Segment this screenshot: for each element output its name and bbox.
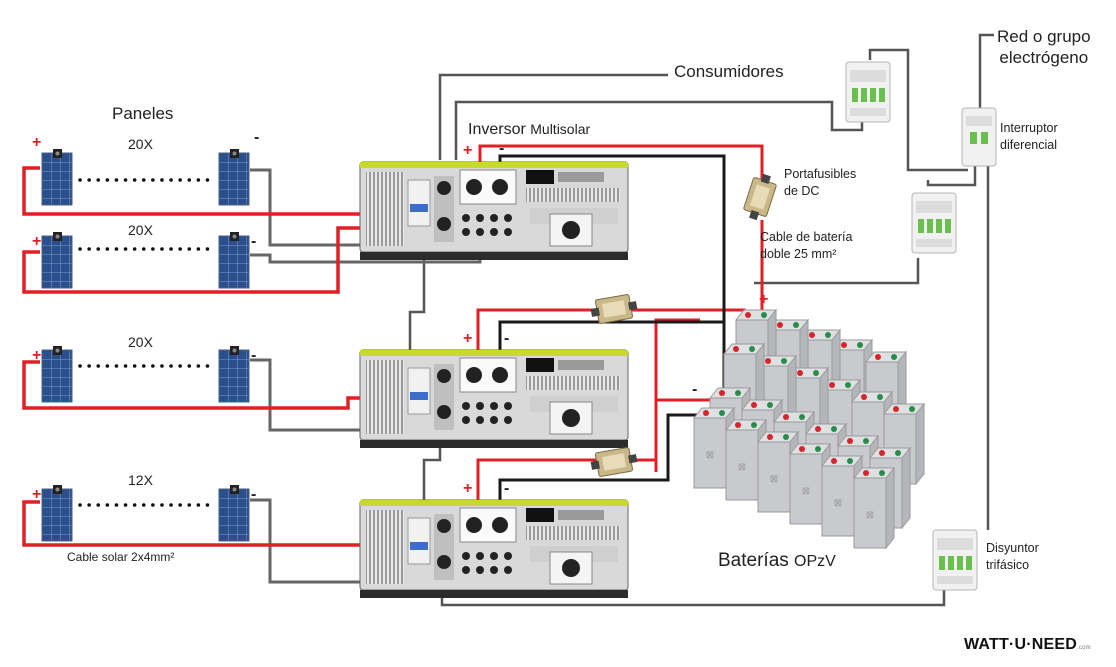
inverter-3-plus: +: [463, 480, 473, 497]
dc-fuse-holder-1: [740, 170, 780, 224]
panels-title: Paneles: [112, 104, 174, 123]
panel-string-2: [41, 231, 250, 289]
three-phase-breaker: [932, 529, 978, 591]
brand-logo: WATT·U·NEED.com: [964, 636, 1091, 654]
opzv-battery-bank: [693, 309, 925, 549]
consumers-breaker: [845, 61, 891, 123]
inverter-1-minus: -: [499, 140, 505, 157]
fuse-holder-label: Portafusibles de DC: [784, 167, 857, 198]
inverter-2-minus: -: [504, 330, 510, 347]
inverter-1-plus: +: [463, 142, 473, 159]
brand-suffix: .com: [1077, 645, 1091, 651]
brand-name: WATT·U·NEED: [964, 636, 1077, 653]
string-1-plus: +: [32, 134, 42, 151]
batteries-label: Baterías OPzV: [718, 550, 836, 572]
inverter-2: [359, 349, 629, 449]
panel-string-1: [41, 148, 250, 206]
dc-fuse-holder-2: [588, 292, 640, 326]
panel-string-3: [41, 345, 250, 403]
consumers-label: Consumidores: [674, 62, 784, 81]
battery-bank-minus: -: [692, 381, 698, 398]
three-phase-breaker-label: Disyuntor trifásico: [986, 541, 1039, 572]
dc-fuse-holder-3: [588, 445, 640, 479]
battery-bank-plus: +: [759, 291, 769, 308]
string-4-plus: +: [32, 486, 42, 503]
solar-cable-label: Cable solar 2x4mm²: [67, 550, 175, 564]
string-4-minus: -: [251, 486, 257, 503]
inverter-3-minus: -: [504, 480, 510, 497]
batteries-type: OPzV: [794, 553, 836, 570]
grid-label: Red o grupo electrógeno: [997, 27, 1091, 67]
inverter-label: Inversor Multisolar: [468, 121, 590, 139]
string-1-count: 20X: [128, 136, 153, 152]
inverter-2-plus: +: [463, 330, 473, 347]
string-2-count: 20X: [128, 222, 153, 238]
string-2-minus: -: [251, 233, 257, 250]
batteries-word: Baterías: [718, 550, 795, 571]
string-3-count: 20X: [128, 334, 153, 350]
string-1-minus: -: [254, 129, 260, 146]
string-3-plus: +: [32, 347, 42, 364]
differential-breaker-label: Interruptor diferencial: [1000, 121, 1058, 152]
inverter-word: Inversor: [468, 121, 531, 138]
inverter-model: Multisolar: [530, 121, 591, 137]
inverter-3: [359, 499, 629, 599]
string-4-count: 12X: [128, 472, 153, 488]
auxiliary-breaker: [911, 192, 957, 254]
string-2-plus: +: [32, 233, 42, 250]
differential-breaker: [961, 107, 997, 167]
panel-string-4: [41, 484, 250, 542]
string-3-minus: -: [251, 347, 257, 364]
inverter-1: [359, 161, 629, 261]
battery-cable-label: Cable de batería doble 25 mm²: [760, 230, 853, 261]
